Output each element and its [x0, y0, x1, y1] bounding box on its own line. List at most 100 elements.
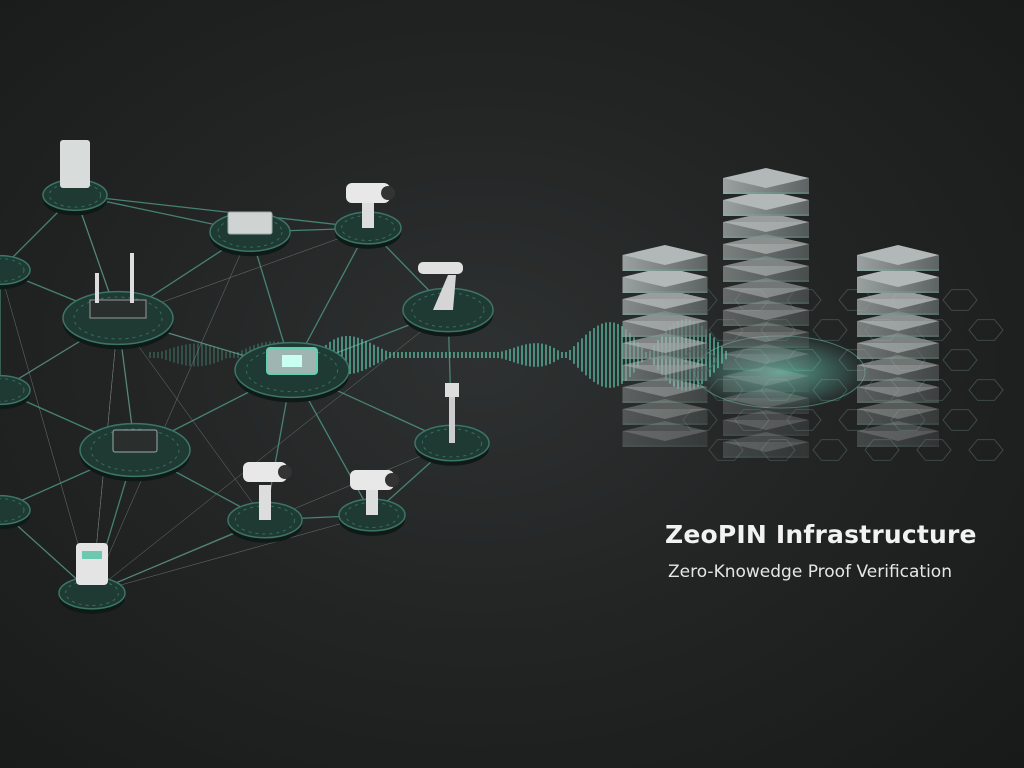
network-link: [74, 194, 369, 229]
hex-cell: [942, 289, 978, 311]
camera-mount-icon: [259, 485, 271, 520]
server-slab-top: [723, 410, 809, 430]
server-slab-top: [723, 278, 809, 298]
camera-mount-icon: [366, 490, 378, 515]
sensor-icon: [445, 383, 459, 397]
circuit-node-base: [0, 494, 31, 526]
chip-icon: [112, 429, 158, 453]
robot-arm-icon: [433, 275, 456, 310]
hex-cell: [916, 439, 952, 461]
device-node: [334, 183, 402, 249]
network-link-faint: [91, 309, 449, 594]
circuit-traces: [73, 296, 163, 340]
hex-cell: [968, 439, 1004, 461]
server-slab: [857, 409, 939, 425]
server-towers: [622, 168, 939, 458]
network-link-faint: [91, 309, 449, 594]
server-slab-top: [622, 355, 708, 375]
chip-icon: [227, 211, 273, 235]
network-link-faint: [91, 231, 251, 594]
hex-cell: [968, 319, 1004, 341]
meter-icon: [76, 543, 108, 585]
server-slab: [723, 442, 809, 458]
server-slab-top: [857, 421, 939, 441]
hex-cell: [708, 439, 744, 461]
server-slab-top: [622, 421, 708, 441]
server-slab-top: [857, 333, 939, 353]
camera-lens-icon: [385, 473, 399, 487]
circuit-traces: [90, 428, 180, 472]
network-link-faint: [0, 269, 93, 594]
device-node: [58, 543, 126, 614]
server-tower-left: [622, 245, 708, 447]
network-link-faint: [91, 514, 373, 594]
iot-device-nodes: [0, 140, 494, 614]
subheadline: Zero-Knowedge Proof Verification: [668, 562, 952, 582]
server-slab: [622, 387, 708, 403]
server-slab: [857, 387, 939, 403]
server-slab: [723, 376, 809, 392]
hex-cell: [812, 319, 848, 341]
server-slab: [723, 420, 809, 436]
server-slab: [622, 409, 708, 425]
network-link-faint: [91, 309, 449, 594]
server-slab-top: [723, 256, 809, 276]
server-slab-top: [723, 190, 809, 210]
server-slab-top: [723, 388, 809, 408]
circuit-traces: [65, 579, 119, 607]
network-link-faint: [117, 317, 266, 521]
server-slab: [723, 398, 809, 414]
server-slab-top: [622, 399, 708, 419]
device-node: [62, 253, 174, 350]
camera-lens-icon: [278, 465, 292, 479]
server-slab-top: [723, 432, 809, 452]
network-link-faint: [0, 269, 93, 594]
meter-display-icon: [82, 551, 102, 559]
server-slab: [857, 431, 939, 447]
hex-cell: [968, 379, 1004, 401]
device-node: [0, 374, 31, 410]
camera-lens-icon: [381, 186, 395, 200]
server-slab-top: [857, 311, 939, 331]
camera-icon: [346, 183, 390, 203]
device-node: [402, 262, 494, 337]
server-slab-top: [723, 234, 809, 254]
circuit-traces: [0, 378, 25, 402]
circuit-node-base: [0, 254, 31, 286]
camera-icon: [350, 470, 394, 490]
server-slab-top: [622, 267, 708, 287]
device-node: [0, 254, 31, 290]
device-node: [338, 470, 406, 536]
antenna-icon: [130, 253, 134, 303]
server-slab-top: [857, 399, 939, 419]
server-slab-top: [723, 168, 809, 188]
router-icon: [60, 140, 90, 188]
server-slab-top: [622, 333, 708, 353]
server-slab-top: [723, 212, 809, 232]
server-slab-top: [857, 289, 939, 309]
device-node: [0, 494, 31, 530]
device-node: [234, 341, 350, 403]
device-node: [414, 383, 490, 466]
hex-cell: [942, 349, 978, 371]
server-slab: [622, 431, 708, 447]
camera-mount-icon: [362, 203, 374, 228]
device-node: [227, 462, 303, 543]
hex-cell: [812, 439, 848, 461]
server-slab-top: [723, 300, 809, 320]
server-slab-top: [622, 377, 708, 397]
device-node: [209, 211, 291, 257]
circuit-traces: [0, 498, 25, 522]
network-link-faint: [117, 317, 266, 521]
server-slab-top: [622, 311, 708, 331]
device-node: [79, 422, 191, 482]
antenna-icon: [95, 273, 99, 303]
server-slab-top: [723, 322, 809, 342]
robot-arm-head-icon: [418, 262, 463, 274]
headline: ZeoPIN Infrastructure: [665, 520, 977, 549]
server-slab-top: [723, 344, 809, 364]
sensor-pole-icon: [449, 388, 455, 443]
server-tower-center: [723, 168, 809, 458]
device-node: [42, 140, 108, 216]
